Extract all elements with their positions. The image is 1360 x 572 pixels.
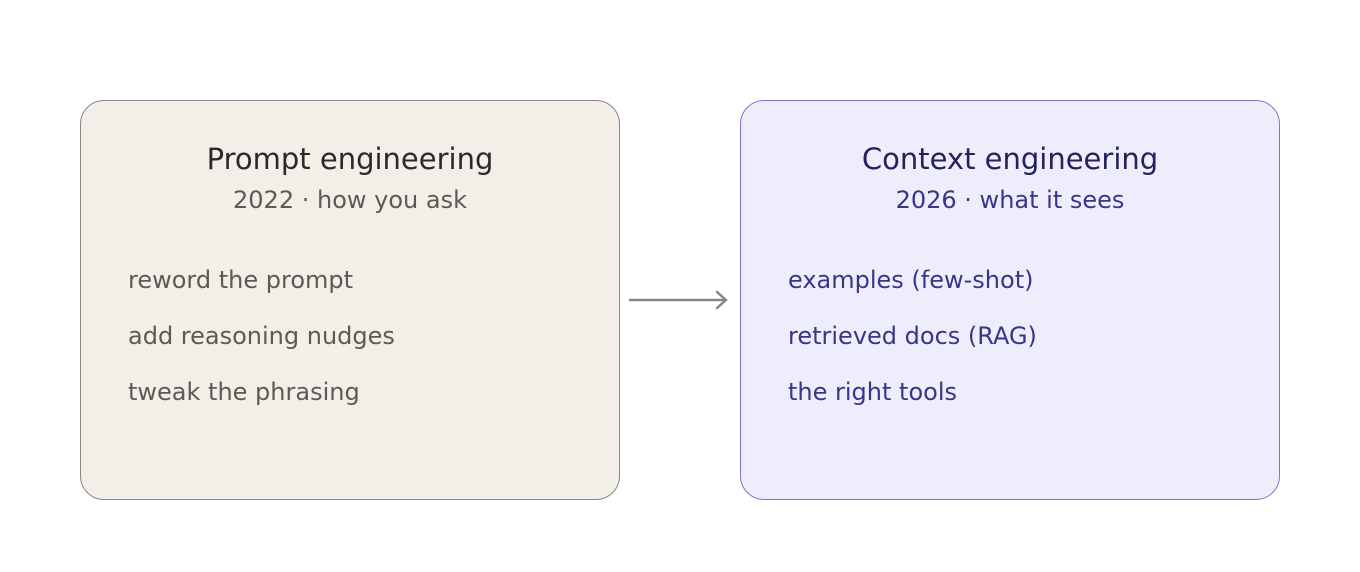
card-title: Context engineering — [861, 142, 1159, 176]
list-item: retrieved docs (RAG) — [788, 322, 1037, 350]
card-subtitle: 2022 · how you ask — [233, 186, 467, 214]
prompt-engineering-card: Prompt engineering 2022 · how you ask re… — [80, 100, 620, 500]
card-subtitle: 2026 · what it sees — [895, 186, 1125, 214]
list-item: examples (few-shot) — [788, 266, 1034, 294]
list-item: add reasoning nudges — [128, 322, 395, 350]
card-title: Prompt engineering — [206, 142, 494, 176]
list-item: reword the prompt — [128, 266, 354, 294]
context-engineering-card: Context engineering 2026 · what it sees … — [740, 100, 1280, 500]
arrow-right-icon — [628, 290, 728, 310]
list-item: the right tools — [788, 378, 957, 406]
list-item: tweak the phrasing — [128, 378, 360, 406]
